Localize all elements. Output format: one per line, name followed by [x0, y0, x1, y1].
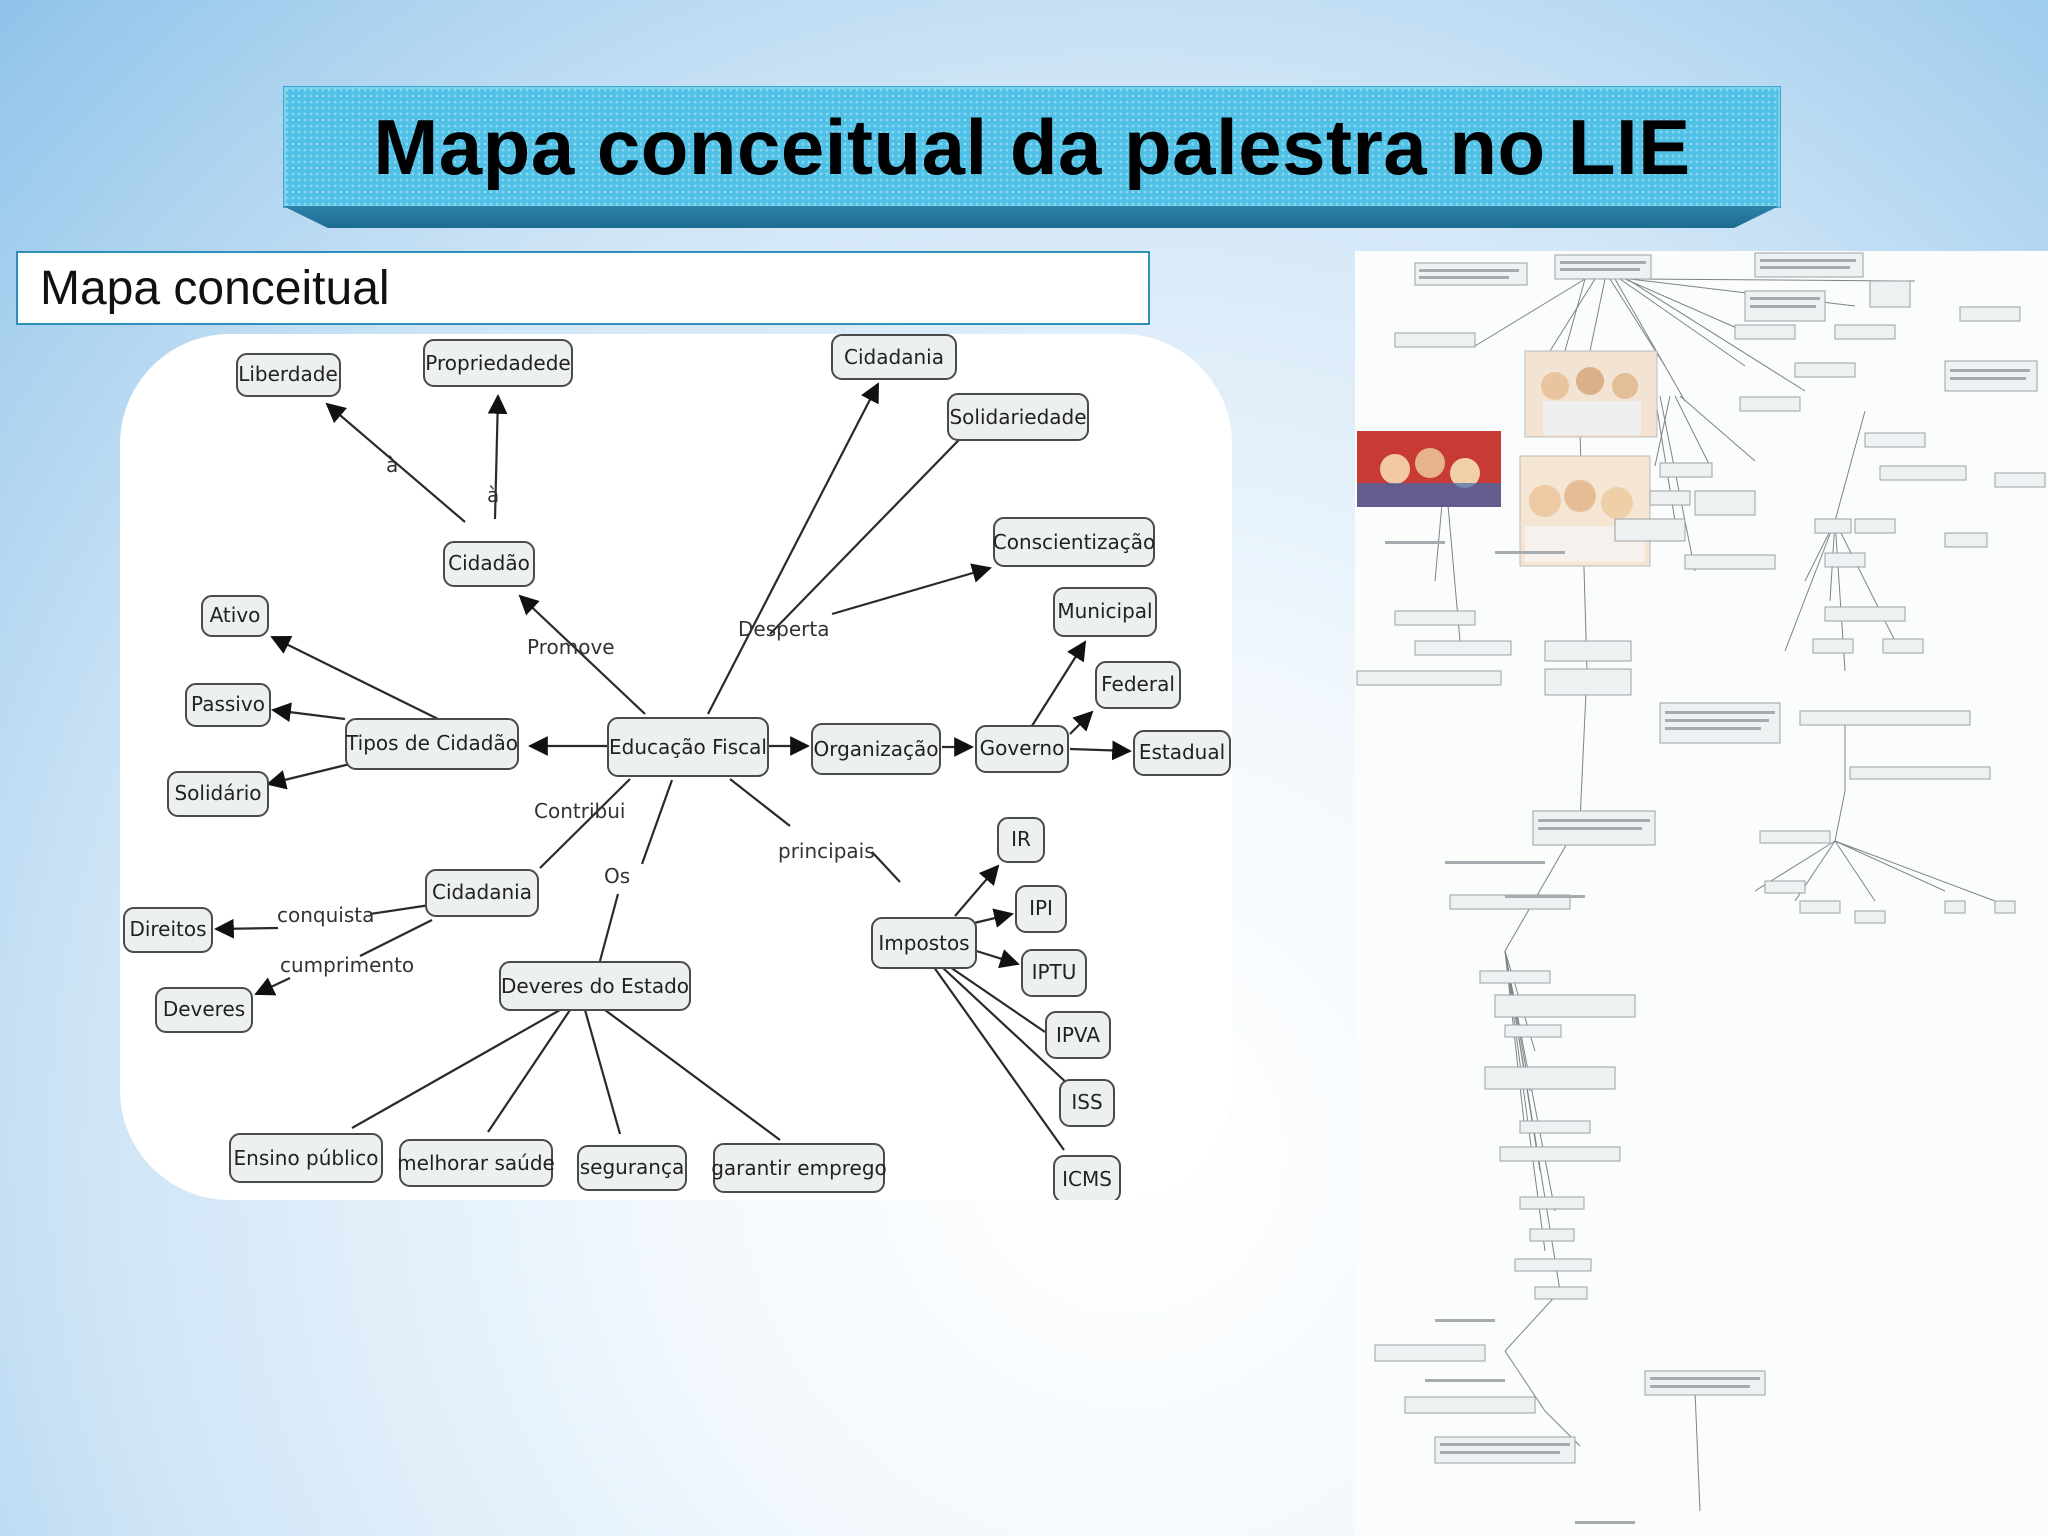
svg-text:Passivo: Passivo — [191, 692, 265, 716]
svg-text:Educação Fiscal: Educação Fiscal — [609, 735, 767, 759]
node-solidario: Solidário — [167, 771, 269, 817]
concept-map-diagram: à à Promove Desperta Contribui Os princi… — [123, 334, 1231, 1200]
svg-text:Estadual: Estadual — [1139, 740, 1225, 764]
link-label-principais: principais — [778, 839, 875, 863]
svg-text:segurança: segurança — [580, 1155, 685, 1179]
svg-text:Liberdade: Liberdade — [238, 362, 338, 386]
concept-map-edges — [214, 382, 1132, 1151]
node-cidadao: Cidadão — [443, 541, 535, 587]
node-impostos: Impostos — [871, 917, 977, 969]
svg-text:Tipos de Cidadão: Tipos de Cidadão — [345, 731, 518, 755]
link-label-contribui: Contribui — [534, 799, 625, 823]
node-seguranca: segurança — [577, 1145, 687, 1191]
svg-text:Ativo: Ativo — [210, 603, 261, 627]
svg-text:IPTU: IPTU — [1032, 960, 1077, 984]
link-label-a1: à — [386, 453, 398, 477]
node-garantir-emprego: garantir emprego — [711, 1143, 887, 1193]
svg-text:Solidariedade: Solidariedade — [949, 405, 1086, 429]
node-iptu: IPTU — [1021, 949, 1087, 997]
node-tipos-de-cidadao: Tipos de Cidadão — [345, 718, 519, 770]
node-ipva: IPVA — [1045, 1011, 1111, 1059]
svg-text:Deveres do Estado: Deveres do Estado — [501, 974, 689, 998]
node-ensino-publico: Ensino público — [229, 1133, 383, 1183]
svg-text:Ensino público: Ensino público — [234, 1146, 379, 1170]
title-banner-shadow — [283, 206, 1779, 228]
node-cidadania-mid: Cidadania — [425, 869, 539, 917]
thumbnail-nodes — [1356, 252, 2046, 1464]
thumbnail-photos — [1357, 350, 1658, 567]
side-concept-map-image — [1355, 251, 2048, 1536]
node-ipi: IPI — [1015, 885, 1067, 933]
svg-text:IPI: IPI — [1029, 896, 1053, 920]
link-label-conquista: conquista — [277, 903, 374, 927]
link-label-desperta: Desperta — [738, 617, 829, 641]
svg-text:Conscientização: Conscientização — [993, 530, 1155, 554]
svg-text:Cidadão: Cidadão — [448, 551, 530, 575]
node-melhorar-saude: melhorar saúde — [397, 1139, 555, 1187]
node-passivo: Passivo — [185, 683, 271, 727]
subtitle-text: Mapa conceitual — [40, 261, 390, 315]
node-conscientizacao: Conscientização — [993, 517, 1155, 567]
node-educacao-fiscal: Educação Fiscal — [607, 717, 769, 777]
svg-text:Propriedadede: Propriedadede — [425, 351, 570, 375]
svg-text:garantir emprego: garantir emprego — [711, 1156, 887, 1180]
svg-text:Impostos: Impostos — [878, 931, 969, 955]
link-labels: à à Promove Desperta Contribui Os princi… — [277, 453, 875, 977]
node-solidariedade: Solidariedade — [947, 393, 1089, 441]
svg-text:Municipal: Municipal — [1057, 599, 1152, 623]
svg-text:Deveres: Deveres — [163, 997, 245, 1021]
node-estadual: Estadual — [1133, 730, 1231, 776]
link-label-a2: à — [487, 483, 499, 507]
svg-text:melhorar saúde: melhorar saúde — [397, 1151, 555, 1175]
node-iss: ISS — [1059, 1079, 1115, 1127]
node-organizacao: Organização — [811, 723, 941, 775]
node-ativo: Ativo — [201, 595, 269, 637]
svg-text:ICMS: ICMS — [1062, 1167, 1112, 1191]
svg-text:IR: IR — [1011, 827, 1031, 851]
link-label-os: Os — [604, 864, 630, 888]
svg-text:Organização: Organização — [813, 737, 938, 761]
node-propriedadede: Propriedadede — [423, 339, 573, 387]
node-deveres-do-estado: Deveres do Estado — [499, 961, 691, 1011]
svg-text:IPVA: IPVA — [1056, 1023, 1100, 1047]
svg-text:Direitos: Direitos — [129, 917, 206, 941]
slide-title: Mapa conceitual da palestra no LIE — [373, 102, 1691, 191]
thumbnail-text-strokes — [1385, 259, 2030, 1524]
svg-text:Solidário: Solidário — [174, 781, 261, 805]
slide-title-banner: Mapa conceitual da palestra no LIE — [283, 86, 1781, 208]
node-federal: Federal — [1095, 661, 1181, 709]
node-deveres: Deveres — [155, 987, 253, 1033]
svg-text:Governo: Governo — [980, 736, 1065, 760]
svg-text:ISS: ISS — [1071, 1090, 1102, 1114]
link-label-promove: Promove — [527, 635, 615, 659]
subtitle-box: Mapa conceitual — [16, 251, 1150, 325]
node-cidadania-top: Cidadania — [831, 334, 957, 380]
concept-map-panel: à à Promove Desperta Contribui Os princi… — [120, 334, 1232, 1200]
node-liberdade: Liberdade — [236, 353, 341, 397]
svg-text:Cidadania: Cidadania — [844, 345, 944, 369]
link-label-cumprimento: cumprimento — [280, 953, 414, 977]
node-ir: IR — [997, 817, 1045, 863]
svg-text:Cidadania: Cidadania — [432, 880, 532, 904]
node-governo: Governo — [975, 725, 1069, 773]
concept-map-thumbnail-icon — [1356, 252, 2046, 1524]
node-icms: ICMS — [1053, 1155, 1121, 1200]
node-municipal: Municipal — [1053, 587, 1157, 637]
svg-text:Federal: Federal — [1101, 672, 1175, 696]
node-direitos: Direitos — [123, 907, 213, 953]
